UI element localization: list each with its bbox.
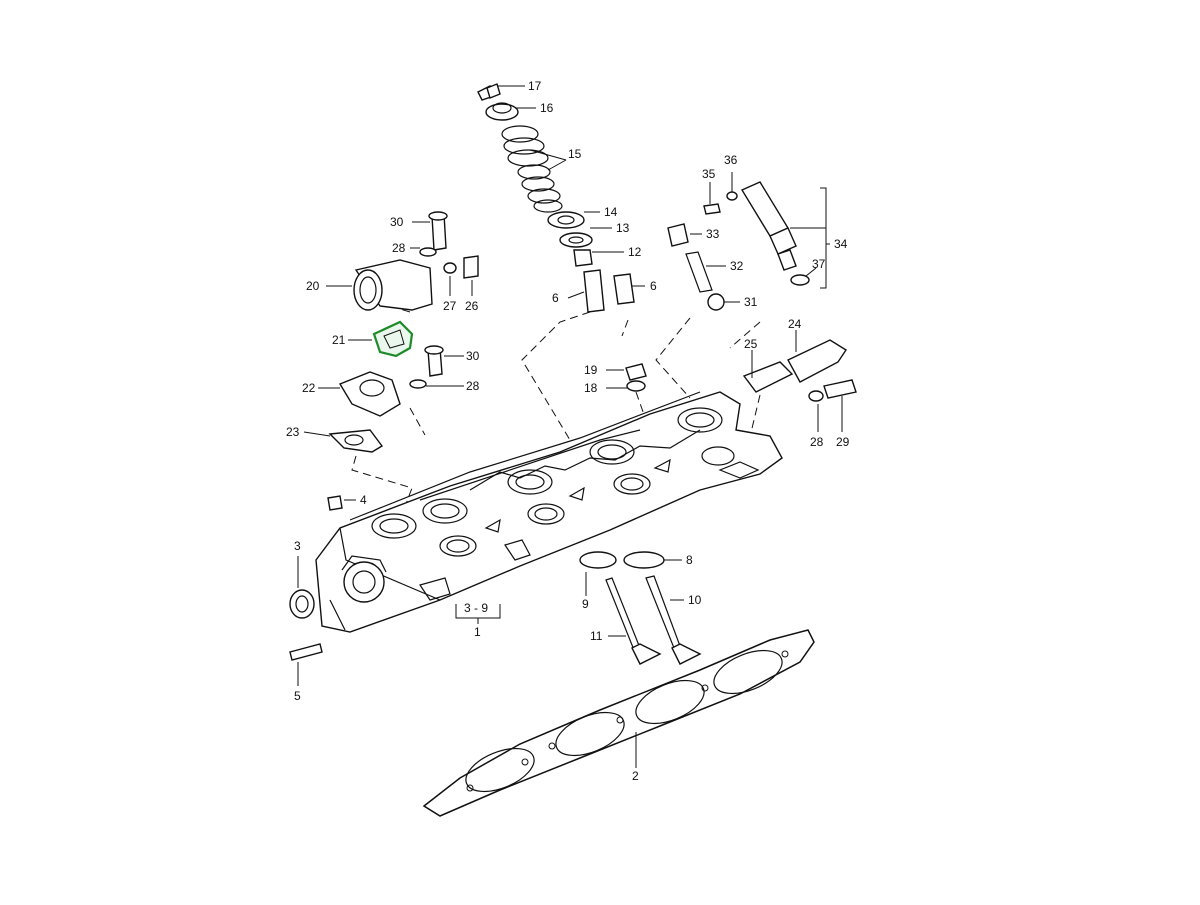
callout-3-9: 3 - 9: [464, 601, 488, 615]
head-gasket[interactable]: [422, 629, 815, 817]
callout-28-right: 28: [810, 435, 824, 449]
valve-train-parts[interactable]: [477, 83, 635, 313]
callout-12: 12: [628, 245, 642, 259]
callout-28-top: 28: [392, 241, 406, 255]
callout-1: 1: [474, 625, 481, 639]
callout-35: 35: [702, 167, 716, 181]
callout-29: 29: [836, 435, 850, 449]
callout-25: 25: [744, 337, 758, 351]
leader-lines: [297, 85, 843, 768]
callout-4: 4: [360, 493, 367, 507]
callout-6-right: 6: [650, 279, 657, 293]
callout-26: 26: [465, 299, 479, 313]
chain-tensioner-parts[interactable]: [625, 181, 857, 402]
callout-10: 10: [688, 593, 702, 607]
callout-14: 14: [604, 205, 618, 219]
callout-2: 2: [632, 769, 639, 783]
callout-30-top: 30: [390, 215, 404, 229]
valve-parts[interactable]: [289, 551, 702, 665]
callout-11: 11: [590, 629, 603, 643]
callout-20: 20: [306, 279, 320, 293]
callout-labels: 17 16 15 14 13 12 6 6 35 36 34 33 32 37 …: [286, 79, 850, 783]
callout-28-mid: 28: [466, 379, 480, 393]
callout-19: 19: [584, 363, 598, 377]
callout-8: 8: [686, 553, 693, 567]
callout-13: 13: [616, 221, 630, 235]
callout-15: 15: [568, 147, 582, 161]
callout-32: 32: [730, 259, 744, 273]
callout-22: 22: [302, 381, 316, 395]
callout-34: 34: [834, 237, 848, 251]
callout-9: 9: [582, 597, 589, 611]
callout-18: 18: [584, 381, 598, 395]
callout-5: 5: [294, 689, 301, 703]
callout-30-mid: 30: [466, 349, 480, 363]
callout-23: 23: [286, 425, 300, 439]
callout-6-left: 6: [552, 291, 559, 305]
highlighted-gasket-21: [372, 320, 414, 358]
callout-21: 21: [332, 333, 346, 347]
callout-17: 17: [528, 79, 542, 93]
coolant-housing-parts[interactable]: [327, 211, 479, 511]
callout-16: 16: [540, 101, 554, 115]
callout-24: 24: [788, 317, 802, 331]
callout-27: 27: [443, 299, 457, 313]
cylinder-head[interactable]: [315, 391, 783, 633]
callout-36: 36: [724, 153, 738, 167]
callout-37: 37: [812, 257, 826, 271]
callout-31: 31: [744, 295, 758, 309]
callout-33: 33: [706, 227, 720, 241]
callout-3: 3: [294, 539, 301, 553]
